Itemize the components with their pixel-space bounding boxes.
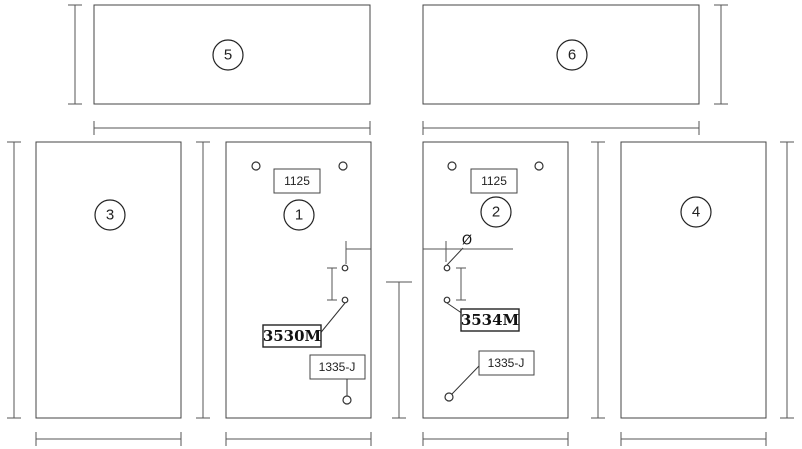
panel-5: 5: [93, 4, 371, 105]
panel-4-height-dimension: [780, 141, 794, 419]
panel-1-part-a-leader: [317, 302, 346, 337]
panel-1-part-b-box: [309, 354, 366, 380]
panel-5-bubble: [212, 39, 244, 71]
panel-1-hinge-hole-top: [341, 264, 349, 272]
panel-5-number: 5: [224, 47, 232, 64]
panel-6-width-dimension: [422, 121, 700, 135]
panel-1-mount-hole-left: [251, 161, 261, 171]
panel-2-height-dimension: [591, 141, 605, 419]
panel-3-number: 3: [106, 207, 114, 224]
panel-6: 6: [422, 4, 700, 105]
panel-1-code-box: [273, 168, 321, 194]
panel-2-number: 2: [492, 204, 500, 221]
panel-5-width-dimension: [93, 121, 371, 135]
panel-3-outline: [35, 141, 182, 419]
panel-2-bubble: [480, 196, 512, 228]
panel-2-diameter-symbol: Ø: [462, 234, 472, 249]
panel-2-edge-offset-dimension: [423, 241, 513, 262]
panel-1-width-dimension: [225, 432, 372, 446]
panel-1-hinge-spacing-dimension: [327, 267, 337, 301]
panel-5-height-dimension: [68, 4, 82, 105]
panel-2-part-b: 1335-J: [488, 356, 525, 370]
panel-2-hinge-hole-top: [443, 264, 451, 272]
panel-2-mount-hole-right: [534, 161, 544, 171]
center-height-dimension: [386, 281, 412, 419]
panel-2-part-b-box: [478, 350, 535, 376]
panel-3: 3: [35, 141, 182, 419]
panel-2-latch-hole: [444, 392, 454, 402]
panel-3-height-dimension: [7, 141, 21, 419]
panel-4-outline: [620, 141, 767, 419]
panel-2-width-dimension: [422, 432, 569, 446]
panel-1-part-a-box: [262, 324, 322, 348]
panel-3-width-dimension: [35, 432, 182, 446]
panel-1-bubble: [283, 199, 315, 231]
panel-4: 4: [620, 141, 767, 419]
panel-1-part-b: 1335-J: [319, 360, 356, 374]
panel-1-part-a: 3530M: [263, 327, 321, 345]
panel-1-hinge-hole-bottom: [341, 296, 349, 304]
panel-6-bubble: [556, 39, 588, 71]
panel-1-latch-hole: [342, 395, 352, 405]
panel-1-mount-hole-right: [338, 161, 348, 171]
panel-1-number: 1: [295, 207, 303, 224]
panel-3-bubble: [94, 199, 126, 231]
panel-2-code-box: [470, 168, 518, 194]
panel-1-height-dimension: [196, 141, 210, 419]
panel-1: 1125 1 3530M 1335-J: [225, 141, 372, 419]
panel-6-number: 6: [568, 47, 576, 64]
panel-2-mount-hole-left: [447, 161, 457, 171]
panel-2-hinge-hole-bottom: [443, 296, 451, 304]
panel-2-code: 1125: [481, 174, 507, 188]
panel-6-height-dimension: [714, 4, 728, 105]
panel-2-part-a: 3534M: [461, 311, 519, 329]
panel-2-diameter-leader: [446, 247, 464, 266]
panel-2-part-b-leader: [451, 365, 480, 395]
panel-4-number: 4: [692, 204, 700, 221]
panel-4-width-dimension: [620, 432, 767, 446]
panel-2: 1125 2 Ø 3534M 1335-J: [422, 141, 569, 419]
panel-2-part-a-box: [460, 308, 520, 332]
panel-1-code: 1125: [284, 174, 310, 188]
panel-4-bubble: [680, 196, 712, 228]
panel-1-edge-offset-dimension: [345, 241, 371, 264]
panel-2-hinge-spacing-dimension: [456, 267, 466, 301]
